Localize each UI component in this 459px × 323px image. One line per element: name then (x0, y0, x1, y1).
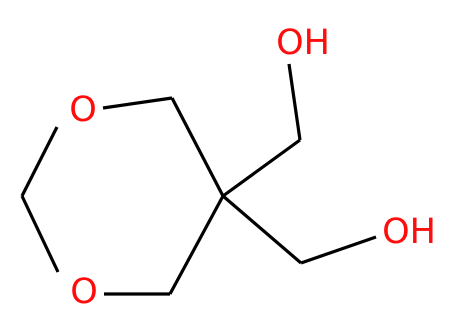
hydroxyl-bottom-label: OH (382, 212, 436, 252)
bond-ch2-lower-to-hydroxyl-bottom (300, 235, 377, 265)
bond-quaternary-c-to-ch2-upper (222, 138, 301, 198)
hydroxyl-top-label: OH (276, 23, 330, 63)
bond-ring-o-bottom-to-ch2-acetal (20, 195, 60, 273)
bond-ch2-left-to-quaternary-c (170, 97, 225, 197)
bond-ch2-upper-to-hydroxyl-top (287, 63, 302, 141)
ring-oxygen-top-label: O (69, 90, 97, 130)
ring-oxygen-bottom-label: O (70, 272, 98, 312)
bond-quaternary-c-to-ch2-lower (221, 194, 303, 265)
bond-ch2-acetal-to-ring-o-top (20, 126, 59, 197)
bond-ring-o-top-to-ch2-left (102, 96, 173, 110)
bond-quaternary-c-to-ch2-right (168, 195, 225, 295)
